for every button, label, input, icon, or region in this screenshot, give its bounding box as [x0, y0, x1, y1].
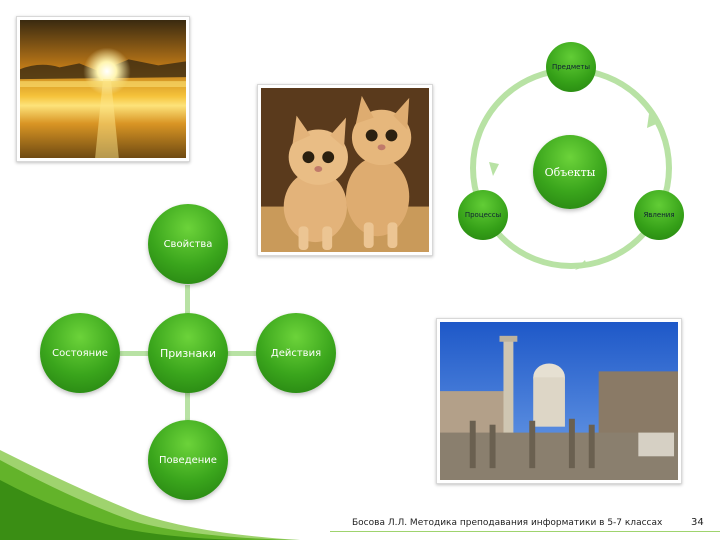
features-bottom-node: Поведение: [148, 420, 228, 500]
rome-photo: [436, 318, 682, 484]
connector-right: [226, 351, 258, 356]
objects-right-label: Явления: [643, 211, 675, 219]
objects-left-label: Процессы: [464, 211, 502, 219]
decorative-swoosh: [0, 450, 300, 540]
connector-bottom: [185, 392, 190, 422]
features-right-label: Действия: [270, 347, 322, 359]
connector-left: [120, 351, 150, 356]
footer-credit: Босова Л.Л. Методика преподавания информ…: [352, 518, 663, 528]
footer-rule: [330, 531, 720, 532]
features-left-label: Состояние: [52, 347, 108, 359]
features-right-node: Действия: [256, 313, 336, 393]
features-left-node: Состояние: [40, 313, 120, 393]
features-top-label: Свойства: [163, 238, 213, 250]
objects-right-node: Явления: [634, 190, 684, 240]
connector-top: [185, 285, 190, 315]
page-number: 34: [691, 517, 704, 528]
features-top-node: Свойства: [148, 204, 228, 284]
objects-left-node: Процессы: [458, 190, 508, 240]
objects-top-node: Предметы: [546, 42, 596, 92]
features-bottom-label: Поведение: [159, 454, 217, 466]
features-center-label: Признаки: [160, 346, 216, 360]
objects-top-label: Предметы: [551, 63, 591, 71]
sunrise-photo: [16, 16, 190, 162]
objects-center-node: Объекты: [533, 135, 607, 209]
features-center-node: Признаки: [148, 313, 228, 393]
kittens-photo: [257, 84, 433, 256]
objects-center-label: Объекты: [544, 165, 596, 179]
